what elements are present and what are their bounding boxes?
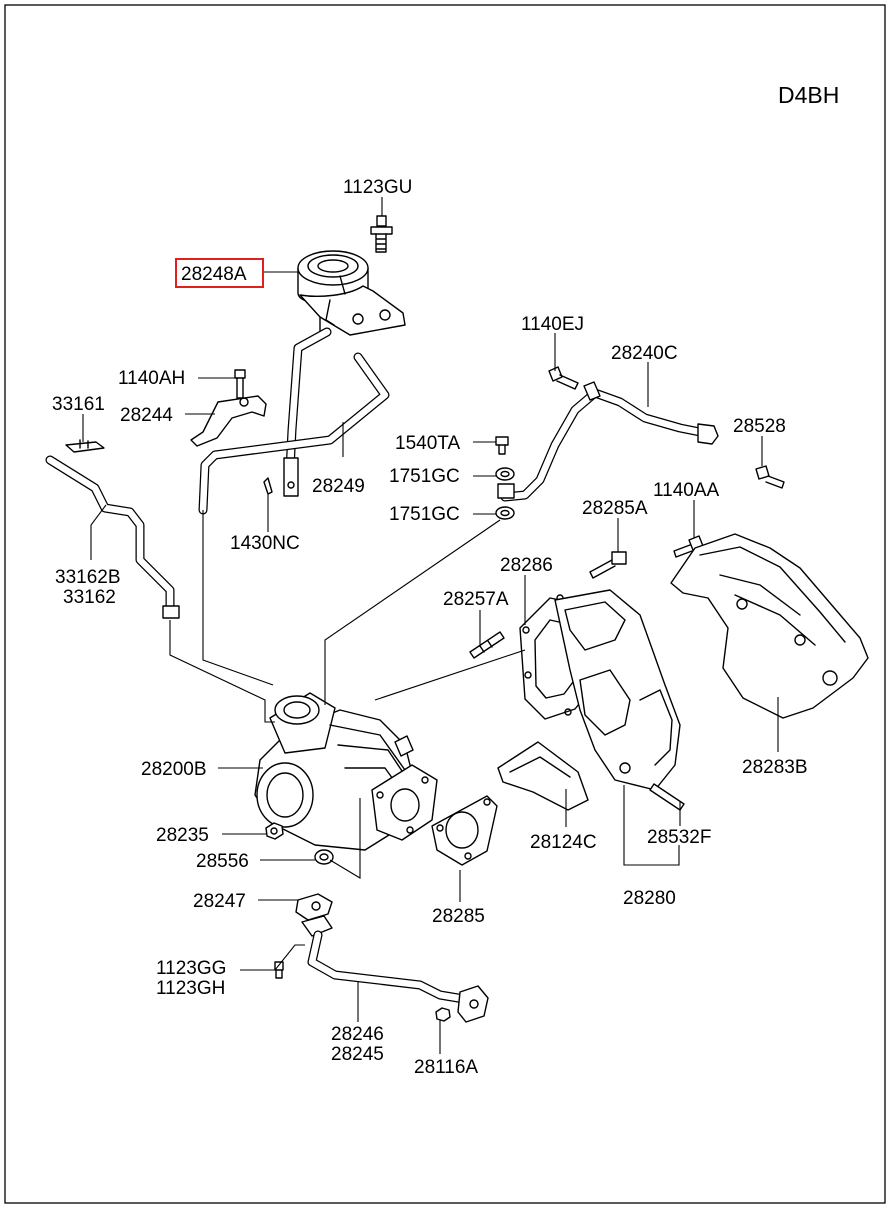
label-1123gu[interactable]: 1123GU [343,177,412,198]
highlight-box-28248a [175,258,264,288]
label-28528[interactable]: 28528 [733,416,786,437]
label-28124c[interactable]: 28124C [530,832,597,853]
gasket-28285-drawing [431,795,498,866]
label-28285[interactable]: 28285 [432,906,485,927]
label-1751gc-upper[interactable]: 1751GC [389,466,460,487]
diagram-frame [4,4,886,1204]
leader-lines [82,197,779,1054]
stud-28257a-drawing [469,631,505,659]
bolt-1123gu-drawing [370,215,393,253]
label-1140aa[interactable]: 1140AA [653,480,720,501]
washer-28556-drawing [314,849,334,865]
nut-28235-drawing [265,822,284,840]
label-28200b[interactable]: 28200B [141,759,207,780]
label-33161[interactable]: 33161 [52,394,105,415]
banjo-bolt-1540ta-drawing [495,436,509,455]
bolt-28528-drawing [755,465,785,489]
label-28249[interactable]: 28249 [312,476,365,497]
label-1123gh[interactable]: 1123GH [156,978,225,999]
engine-code: D4BH [778,82,839,108]
bolt-1140ah-drawing [234,369,246,399]
label-33162[interactable]: 33162 [63,587,116,608]
label-28247[interactable]: 28247 [193,891,246,912]
label-1430nc[interactable]: 1430NC [230,533,300,554]
label-1540ta[interactable]: 1540TA [395,433,460,454]
label-28283b[interactable]: 28283B [742,757,808,778]
label-28116a[interactable]: 28116A [414,1057,478,1078]
label-28235[interactable]: 28235 [156,825,209,846]
label-1140ej[interactable]: 1140EJ [521,314,584,335]
gasket-28247-drawing [295,893,333,921]
label-28248a[interactable]: 28248A [181,264,247,285]
part-labels: 1123GU 28248A 1140EJ 28240C 1140AH 33161… [52,177,808,1078]
label-1140ah[interactable]: 1140AH [118,368,185,389]
label-33162b[interactable]: 33162B [55,567,121,588]
hose-33162-drawing [45,455,180,619]
stud-28532f-drawing [649,783,685,811]
label-28244[interactable]: 28244 [120,405,173,426]
turbocharger-28200b-drawing [254,692,438,851]
label-1751gc-lower[interactable]: 1751GC [389,504,460,525]
label-1123gg[interactable]: 1123GG [156,958,226,979]
label-28280[interactable]: 28280 [623,888,676,909]
label-28532f[interactable]: 28532F [647,827,711,848]
washer-1751gc-lower-drawing [495,506,515,520]
banjo-fitting-drawing [497,483,515,499]
actuator-28248a-drawing [297,250,406,336]
stud-28285a-drawing [589,551,627,579]
label-28286[interactable]: 28286 [500,555,553,576]
washer-1751gc-upper-drawing [495,467,515,481]
label-28246[interactable]: 28246 [331,1024,384,1045]
heat-protector-28283b-drawing [670,533,869,719]
exhaust-manifold-28280-drawing [554,589,681,791]
clip-1430nc-drawing [263,477,273,495]
bolt-1140ej-drawing [548,366,579,390]
oil-feed-pipe-28240c-drawing [500,381,719,502]
clip-33161-drawing [65,439,105,453]
bracket-28244-drawing [190,395,267,447]
label-28240c[interactable]: 28240C [611,343,678,364]
label-28245[interactable]: 28245 [331,1044,384,1065]
label-28257a[interactable]: 28257A [443,589,509,610]
heat-shield-28124c-drawing [497,741,589,811]
vacuum-hose-28249-drawing [198,327,390,515]
oil-return-pipe-28246-drawing [301,915,489,1023]
label-28285a[interactable]: 28285A [582,498,648,519]
nut-28116a-drawing [435,1007,451,1022]
label-28556[interactable]: 28556 [196,851,249,872]
